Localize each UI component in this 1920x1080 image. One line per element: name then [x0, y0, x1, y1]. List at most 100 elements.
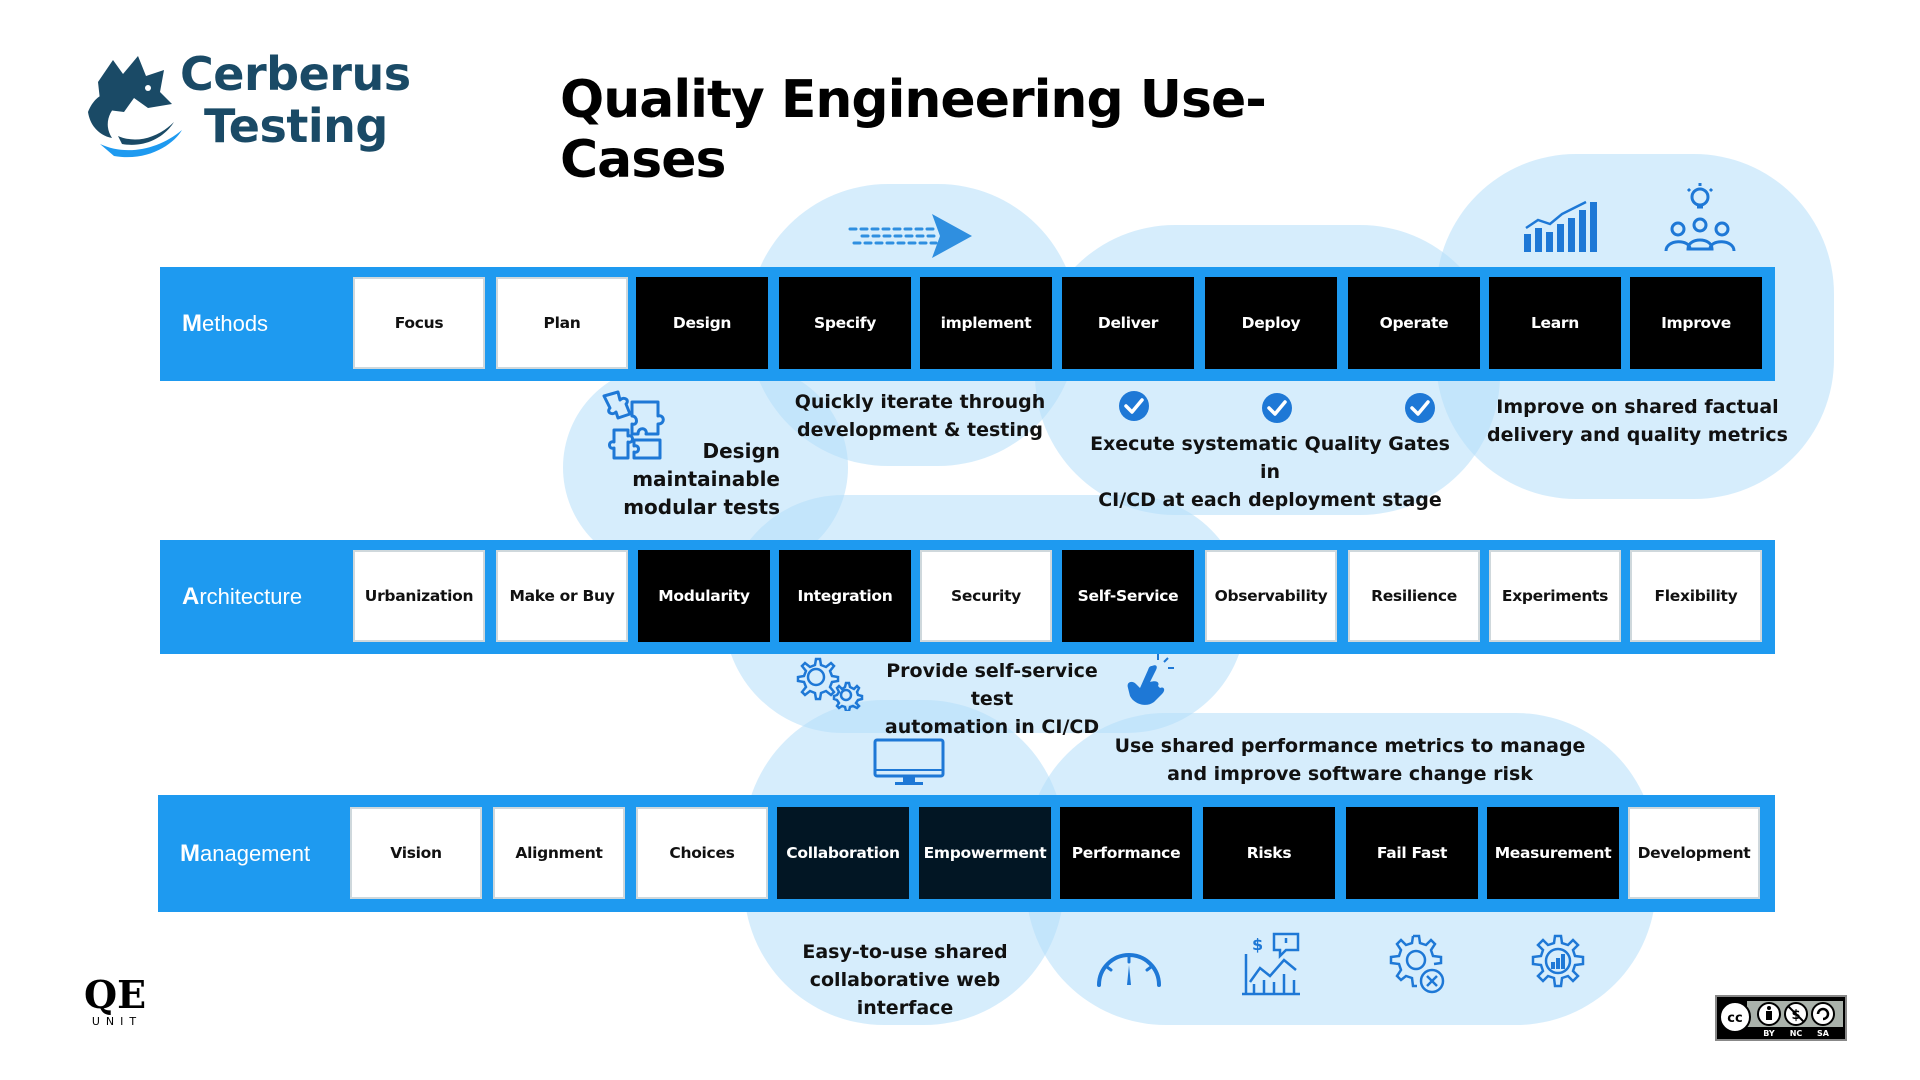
methods-cell-plan: Plan	[496, 277, 628, 369]
cerberus-logo-icon	[88, 56, 182, 158]
cell-label: Modularity	[658, 587, 750, 605]
cell-label: Improve	[1661, 314, 1731, 332]
svg-text:$: $	[1252, 935, 1263, 954]
cell-label: Deploy	[1241, 314, 1301, 332]
caption-design-line-2: maintainable	[632, 467, 780, 491]
management-cell-risks: Risks	[1203, 807, 1335, 899]
cell-label: Resilience	[1371, 587, 1457, 605]
caption-iterate: Quickly iterate through development & te…	[790, 388, 1050, 444]
cell-label: Plan	[543, 314, 581, 332]
cell-label: Empowerment	[923, 844, 1047, 862]
management-cell-collaboration: Collaboration	[777, 807, 909, 899]
management-cell-empowerment: Empowerment	[919, 807, 1051, 899]
pointer-hand-icon	[1127, 654, 1174, 705]
cell-label: Flexibility	[1654, 587, 1738, 605]
management-cell-fail-fast: Fail Fast	[1346, 807, 1478, 899]
architecture-cell-modularity: Modularity	[638, 550, 770, 642]
architecture-cell-self-service: Self-Service	[1062, 550, 1194, 642]
cc-by-label: BY	[1763, 1029, 1775, 1038]
cell-label: Alignment	[515, 844, 603, 862]
caption-iterate-line-2: development & testing	[796, 419, 1044, 441]
caption-quality-gates-line-1: Execute systematic Quality Gates in	[1090, 433, 1450, 483]
architecture-cell-make-or-buy: Make or Buy	[496, 550, 628, 642]
cell-label: Deliver	[1097, 314, 1159, 332]
check-circle-icon	[1405, 393, 1435, 423]
caption-design: Design maintainable modular tests	[618, 437, 780, 521]
qe-logo-mark: QE	[84, 972, 147, 1017]
qe-unit-logo: QE UNIT	[84, 972, 147, 1029]
cell-label: Focus	[394, 314, 444, 332]
gear-chart-icon	[1531, 934, 1585, 988]
architecture-cell-flexibility: Flexibility	[1630, 550, 1762, 642]
cell-label: implement	[940, 314, 1032, 332]
cell-label: Fail Fast	[1376, 844, 1448, 862]
brand-name: Cerberus Testing	[180, 48, 411, 152]
cc-license-badge: cc $ BY NC SA	[1715, 995, 1847, 1041]
cell-label: Experiments	[1501, 587, 1609, 605]
svg-text:cc: cc	[1727, 1011, 1742, 1026]
gears-icon	[796, 657, 864, 711]
methods-cell-operate: Operate	[1348, 277, 1480, 369]
methods-cell-improve: Improve	[1630, 277, 1762, 369]
cell-label: Make or Buy	[509, 587, 615, 605]
cell-label: Self-Service	[1077, 587, 1179, 605]
brand-line-1: Cerberus	[180, 47, 411, 101]
speedometer-icon	[1097, 953, 1161, 987]
caption-quality-gates-line-2: CI/CD at each deployment stage	[1098, 489, 1442, 511]
fast-arrow-icon	[848, 214, 972, 258]
cc-nc-label: NC	[1789, 1029, 1803, 1038]
caption-design-line-1: Design	[702, 439, 780, 463]
gear-cancel-icon	[1389, 934, 1445, 994]
management-cell-measurement: Measurement	[1487, 807, 1619, 899]
cell-label: Vision	[390, 844, 442, 862]
team-idea-icon	[1664, 183, 1736, 252]
management-cell-choices: Choices	[636, 807, 768, 899]
puzzle-icon	[602, 390, 665, 460]
methods-cell-deliver: Deliver	[1062, 277, 1194, 369]
cell-label: Observability	[1214, 587, 1328, 605]
architecture-label-rest: rchitecture	[199, 584, 303, 609]
architecture-label-initial: A	[182, 583, 200, 610]
brand-line-2: Testing	[204, 99, 388, 153]
caption-web: Easy-to-use shared collaborative web int…	[760, 938, 1050, 1022]
management-label-initial: M	[180, 839, 200, 867]
caption-performance-line-1: Use shared performance metrics to manage	[1114, 735, 1586, 757]
finance-chart-icon: $	[1242, 932, 1300, 996]
methods-cell-focus: Focus	[353, 277, 485, 369]
methods-label-rest: ethods	[202, 311, 269, 336]
check-circle-icon	[1262, 393, 1292, 423]
management-cell-development: Development	[1628, 807, 1760, 899]
caption-self-service-line-2: automation in CI/CD	[884, 716, 1100, 738]
methods-cell-specify: Specify	[779, 277, 911, 369]
cell-label: Security	[951, 587, 1021, 605]
methods-cell-design: Design	[636, 277, 768, 369]
monitor-icon	[873, 738, 945, 785]
cell-label: Collaboration	[786, 844, 900, 862]
caption-web-line-1: Easy-to-use shared	[802, 941, 1008, 963]
caption-self-service-line-1: Provide self-service test	[886, 660, 1098, 710]
methods-cell-deploy: Deploy	[1205, 277, 1337, 369]
caption-design-line-3: modular tests	[623, 495, 780, 519]
caption-improve-line-2: delivery and quality metrics	[1487, 424, 1788, 446]
architecture-cell-urbanization: Urbanization	[353, 550, 485, 642]
caption-self-service: Provide self-service test automation in …	[862, 657, 1122, 741]
cc-sa-label: SA	[1817, 1029, 1829, 1038]
cell-label: Performance	[1071, 844, 1181, 862]
methods-cell-learn: Learn	[1489, 277, 1621, 369]
architecture-cell-security: Security	[920, 550, 1052, 642]
management-cell-alignment: Alignment	[493, 807, 625, 899]
management-cell-performance: Performance	[1060, 807, 1192, 899]
svg-text:$: $	[1791, 1008, 1800, 1023]
qe-logo-sub: UNIT	[91, 1015, 143, 1028]
cell-label: Urbanization	[364, 587, 474, 605]
caption-web-line-2: collaborative web interface	[809, 969, 1001, 1019]
caption-iterate-line-1: Quickly iterate through	[794, 391, 1046, 413]
caption-improve-line-1: Improve on shared factual	[1496, 396, 1779, 418]
cell-label: Specify	[813, 314, 877, 332]
methods-label-initial: M	[182, 310, 202, 337]
caption-performance: Use shared performance metrics to manage…	[1100, 732, 1600, 788]
